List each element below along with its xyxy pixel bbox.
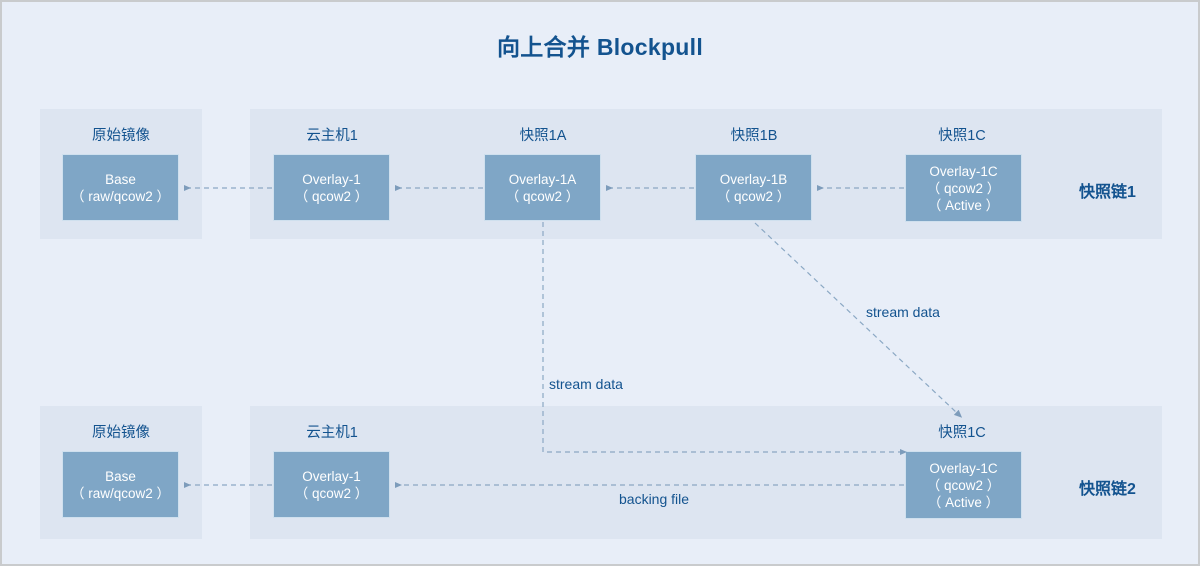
node-chain2-overlay-1c[interactable]: Overlay-1C （ qcow2 ） （ Active ） [905,451,1022,519]
node-chain1-base[interactable]: Base （ raw/qcow2 ） [62,154,179,221]
panel-label-chain2-snapshot-1c: 快照1C [938,425,986,441]
chain-label-1: 快照链1 [1079,184,1136,201]
node-line: （ raw/qcow2 ） [70,485,171,501]
node-line: （ qcow2 ） [926,477,1001,493]
node-line: Overlay-1C [929,460,998,476]
node-line: Overlay-1A [508,171,577,187]
page-title: 向上合并 Blockpull [496,34,704,60]
node-line: （ qcow2 ） [294,188,369,204]
panel-label-chain1-host: 云主机1 [306,128,358,144]
node-line: Overlay-1 [302,468,361,484]
edge-label-stream-data-vertical: stream data [549,376,623,392]
node-line: Overlay-1 [302,171,361,187]
node-line: （ Active ） [927,494,1000,510]
panel-label-chain2-original-image: 原始镜像 [92,425,150,441]
node-chain1-overlay-1b[interactable]: Overlay-1B （ qcow2 ） [695,154,812,221]
node-line: Base [105,171,136,187]
node-line: Overlay-1B [719,171,788,187]
node-chain1-overlay-1a[interactable]: Overlay-1A （ qcow2 ） [484,154,601,221]
panel-label-chain1-original-image: 原始镜像 [92,128,150,144]
edge-label-stream-data-diagonal: stream data [866,304,940,320]
node-line: （ qcow2 ） [716,188,791,204]
edge-label-backing-file: backing file [619,491,690,507]
node-line: （ qcow2 ） [505,188,580,204]
node-line: （ raw/qcow2 ） [70,188,171,204]
panel-label-chain1-snapshot-1a: 快照1A [519,128,567,144]
node-chain2-overlay-1[interactable]: Overlay-1 （ qcow2 ） [273,451,390,518]
panel-label-chain1-snapshot-1c: 快照1C [938,128,986,144]
chain-label-2: 快照链2 [1079,481,1136,498]
panel-label-chain2-host: 云主机1 [306,425,358,441]
node-line: （ qcow2 ） [294,485,369,501]
panel-label-chain1-snapshot-1b: 快照1B [730,128,778,144]
node-line: （ qcow2 ） [926,180,1001,196]
node-chain1-overlay-1c[interactable]: Overlay-1C （ qcow2 ） （ Active ） [905,154,1022,222]
node-line: Overlay-1C [929,163,998,179]
node-chain2-base[interactable]: Base （ raw/qcow2 ） [62,451,179,518]
node-line: Base [105,468,136,484]
node-chain1-overlay-1[interactable]: Overlay-1 （ qcow2 ） [273,154,390,221]
node-line: （ Active ） [927,197,1000,213]
